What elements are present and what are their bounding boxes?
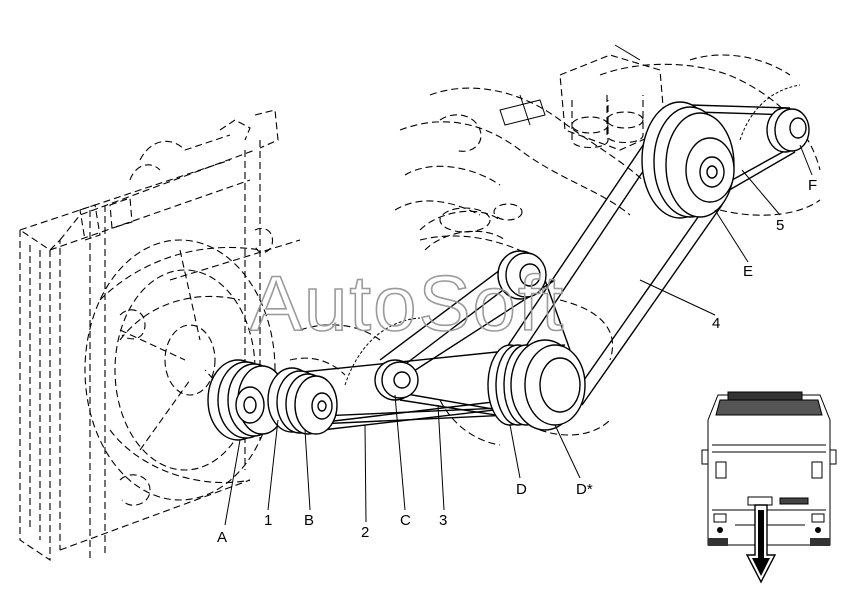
bus-inset: [701, 391, 837, 584]
pulley-idler: [497, 250, 547, 300]
belt-5-upper: [689, 104, 791, 109]
callout-labels: A 1 B 2 C 3 D D* E 4 5 F: [217, 177, 817, 546]
label-2: 2: [361, 524, 369, 541]
ring-gear: [344, 84, 801, 386]
belt-4-left: [504, 119, 661, 351]
label-4: 4: [712, 315, 720, 332]
label-C: C: [400, 512, 411, 529]
label-B: B: [304, 512, 314, 529]
pulley-Dstar: [510, 339, 586, 431]
label-5: 5: [776, 217, 784, 234]
leader-lines: [224, 144, 813, 526]
pulley-E: [641, 101, 735, 219]
label-D: D: [516, 481, 527, 498]
label-3: 3: [439, 512, 447, 529]
pulley-C: [374, 359, 419, 401]
radiator: [19, 109, 279, 562]
belt-4-right: [569, 199, 711, 401]
label-E: E: [743, 263, 753, 280]
pulley-F: [766, 107, 810, 153]
hose: [419, 203, 523, 251]
label-Dstar: D*: [576, 481, 593, 498]
label-1: 1: [264, 512, 272, 529]
pulley-B: [267, 367, 338, 435]
watermark: AutoSoft: [250, 259, 565, 347]
filter-housing: [499, 44, 666, 151]
label-A: A: [217, 529, 227, 546]
label-F: F: [808, 177, 817, 194]
